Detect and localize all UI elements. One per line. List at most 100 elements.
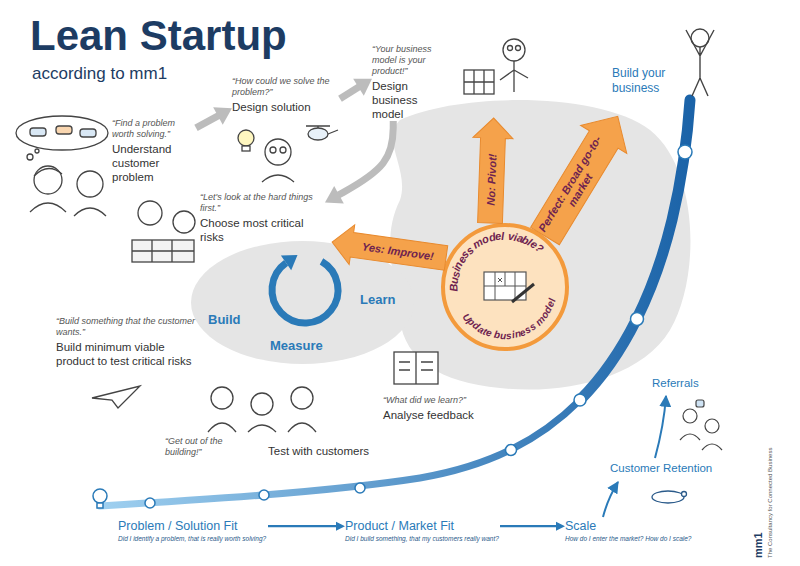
light-bulb: [93, 489, 107, 503]
referral-icon: [705, 419, 719, 433]
step-box: “Find a problem worth solving.”Understan…: [112, 118, 196, 184]
quote-text: “How could we solve the problem?”: [232, 76, 340, 98]
quote-text: “Get out of the building!”: [165, 436, 260, 458]
referral-icon: [683, 409, 697, 423]
step-title: Understand customer problem: [112, 142, 196, 184]
stage-label: Customer Retention: [610, 461, 712, 475]
step-box: “Let's look at the hard things first.”Ch…: [200, 192, 325, 244]
notebook: [394, 352, 438, 384]
customer-figures: [77, 171, 103, 197]
arrowhead: [353, 79, 372, 96]
winner-figure: [686, 29, 714, 96]
cycle-step: Build: [208, 312, 241, 328]
test-figures: [208, 387, 316, 432]
solution-figure: [270, 147, 276, 153]
pen: [512, 284, 534, 302]
test-figures: [291, 387, 313, 409]
business-model-figure: [508, 46, 513, 51]
step-title: Test with customers: [268, 444, 369, 458]
connector-line: [268, 525, 340, 527]
step-title: Design solution: [232, 100, 340, 114]
cycle-step: Learn: [360, 292, 395, 308]
canvas-icon: [484, 272, 534, 302]
solution-figure: [306, 126, 338, 134]
milestone-marker: [631, 313, 644, 326]
quote-text: “Find a problem worth solving.”: [112, 118, 196, 140]
brand-name: mm1: [752, 532, 764, 558]
customer-figures: [80, 129, 96, 137]
arrowhead: [213, 107, 232, 125]
milestone-marker: [145, 145, 692, 508]
phase-title: Product / Market Fit: [345, 519, 500, 534]
flow-arrow: [340, 79, 372, 99]
solution-figure: [242, 146, 250, 151]
customer-figures: [16, 116, 108, 216]
step-box: “Build something that the customer wants…: [56, 316, 196, 368]
phase-box: ScaleHow do I enter the market? How do I…: [565, 519, 705, 543]
test-figures: [248, 425, 276, 432]
arc-letter: b: [493, 330, 501, 341]
goal-text: Build your business: [612, 66, 680, 96]
solution-figure: [265, 139, 291, 165]
solution-figure: [262, 175, 294, 182]
step-box: “Your business model is your product!”De…: [372, 44, 457, 121]
arc-letter: B: [448, 284, 459, 292]
step-box: “What did we learn?”Analyse feedback: [383, 395, 493, 422]
business-model-figure: [503, 39, 525, 61]
arrow-shape: [522, 102, 641, 250]
arrow-shape: [470, 117, 514, 223]
arc-letter: e: [485, 328, 494, 339]
step-title: Design business model: [372, 79, 434, 121]
arrowhead: [336, 522, 345, 531]
business-model-figure: [516, 46, 521, 51]
business-model-figure: [500, 61, 528, 92]
connector-line: [500, 525, 560, 527]
risk-figures: [132, 201, 195, 262]
light-bulb: [93, 489, 107, 508]
referral-icon: [680, 434, 700, 440]
quote-text: “What did we learn?”: [383, 395, 493, 406]
quote-text: “Build something that the customer wants…: [56, 316, 196, 338]
test-figures: [251, 393, 273, 415]
growth-curve: [100, 100, 690, 506]
phase-question: Did I build something, that my customers…: [345, 535, 500, 543]
business-model-figure: [464, 39, 528, 94]
referral-icon: [696, 400, 704, 407]
light-bulb: [97, 503, 103, 508]
customer-figures: [34, 166, 62, 194]
solution-figure: [308, 128, 328, 140]
milestone-marker: [145, 498, 155, 508]
risk-figures: [173, 211, 195, 233]
milestone-marker: [574, 394, 586, 406]
business-model-figure: [464, 70, 494, 94]
phase-question: Did I identify a problem, that is really…: [118, 535, 268, 543]
flow-arrow: [196, 107, 232, 128]
phase-title: Problem / Solution Fit: [118, 519, 268, 534]
growth-arrow: [655, 396, 666, 458]
customer-figures: [56, 126, 72, 134]
decision-arrow: Perfect: Broad go-to-market: [522, 102, 641, 250]
arc-text: Update business model: [440, 222, 570, 352]
cycle-arrow: [272, 261, 338, 323]
quote-text: “Your business model is your product!”: [372, 44, 457, 77]
flow-arrow: [268, 522, 345, 531]
phase-box: Problem / Solution FitDid I identify a p…: [118, 519, 268, 543]
phase-title: Scale: [565, 519, 705, 534]
decision-arrow: No: Pivot!: [470, 117, 514, 223]
growth-arrow: [603, 396, 666, 517]
milestone-marker: [259, 490, 269, 500]
hub-circle: [443, 225, 567, 349]
retention-icon: [652, 491, 684, 503]
growth-arrow: [603, 482, 618, 517]
arc-letter: l: [501, 230, 505, 241]
cycle-step: Measure: [270, 338, 323, 354]
arrowhead: [325, 186, 344, 204]
solution-figure: [238, 126, 338, 182]
risk-figures: [132, 240, 194, 262]
arrowhead: [556, 522, 565, 531]
arrow-label: Yes: Improve!: [350, 232, 446, 269]
notebook: [399, 352, 433, 384]
connector-line: [333, 121, 393, 198]
referral-icon: [702, 444, 722, 450]
